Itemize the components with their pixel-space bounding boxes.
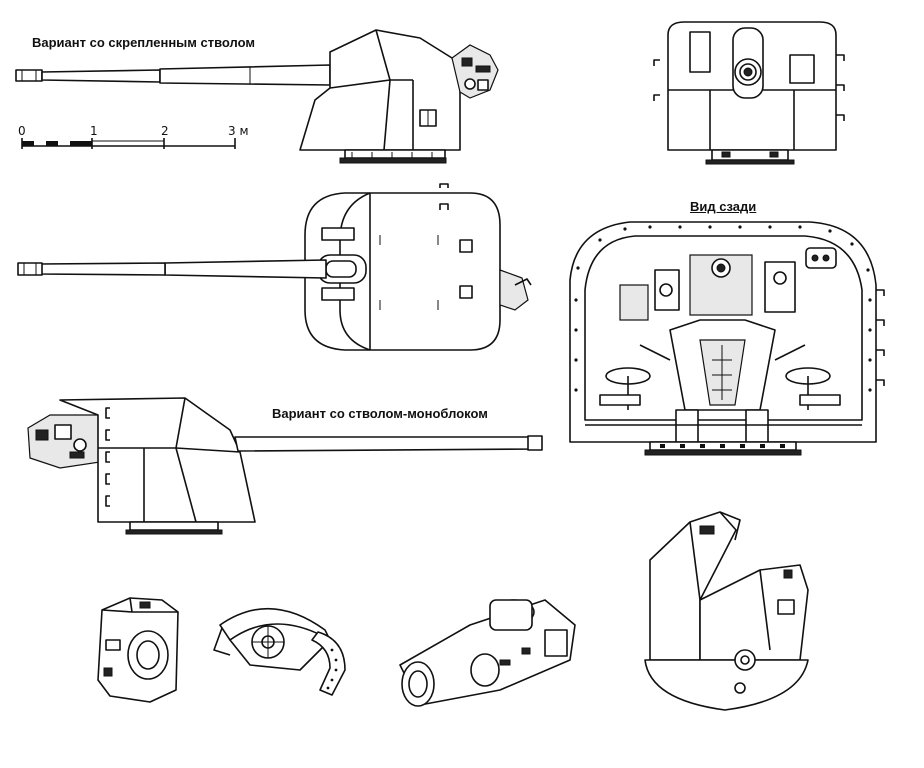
- component-pedestal: [644, 511, 809, 711]
- label-built-up-barrel-variant: Вариант со скрепленным стволом: [32, 35, 256, 50]
- scale-tick-0: 0: [18, 124, 26, 138]
- label-monobloc-barrel-variant: Вариант со стволом-моноблоком: [272, 406, 488, 421]
- scale-tick-2: 2: [161, 124, 169, 138]
- side-view-monobloc: [27, 397, 543, 535]
- top-view: [17, 183, 532, 351]
- component-breech-housing: [399, 599, 576, 707]
- scale-tick-3m: 3 м: [228, 124, 249, 138]
- front-view: [653, 21, 845, 165]
- label-rear-view: Вид сзади: [690, 199, 757, 214]
- rear-view: [569, 221, 885, 456]
- component-elevating-arc: [213, 607, 346, 696]
- component-cradle-block: [97, 597, 179, 703]
- scale-tick-1: 1: [90, 124, 98, 138]
- scale-bar: [21, 138, 236, 149]
- side-view-built-up: [15, 29, 499, 164]
